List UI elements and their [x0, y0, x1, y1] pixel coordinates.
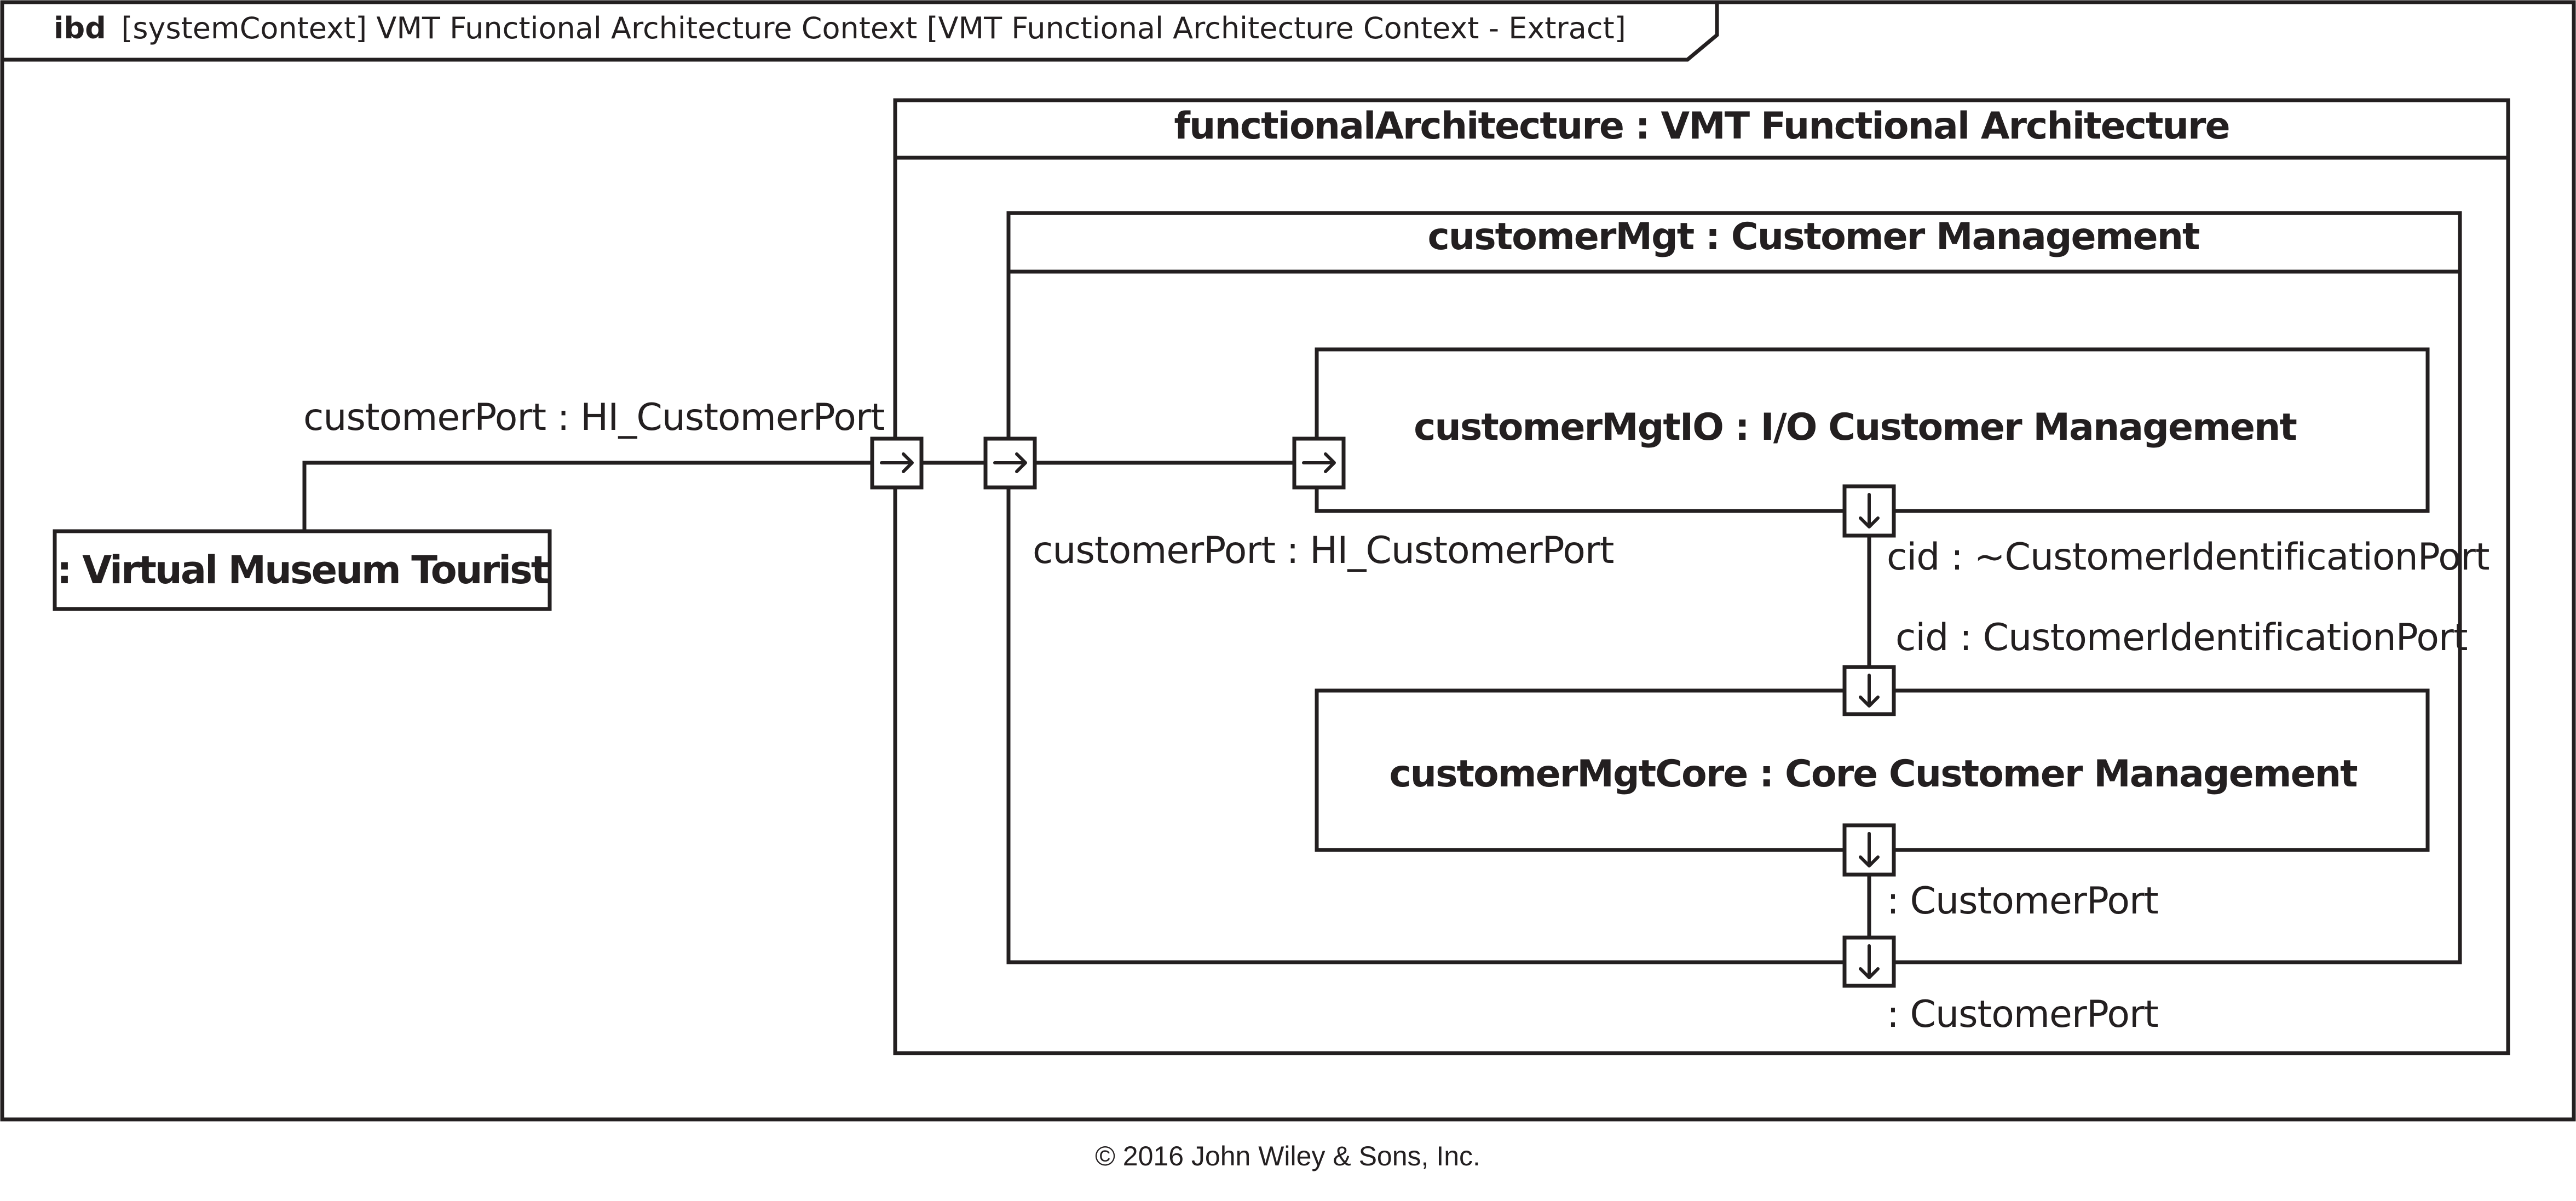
functional-architecture-part	[893, 98, 2510, 1055]
arrow-right-icon	[993, 452, 1027, 473]
frame-kind: ibd	[54, 11, 106, 45]
tourist-block-label: : Virtual Museum Tourist	[57, 548, 549, 593]
arrow-down-icon	[1859, 674, 1880, 708]
core-customer-port-label: : CustomerPort	[1887, 880, 2158, 923]
port-io-cid	[1842, 484, 1896, 538]
frame-header: ibd [systemContext] VMT Functional Archi…	[54, 11, 1626, 45]
arrow-down-icon	[1859, 493, 1880, 528]
connector-tourist-to-fa	[302, 461, 872, 531]
customer-mgt-part	[1006, 211, 2462, 964]
port-core-customer	[1842, 823, 1896, 877]
frame-title: [systemContext] VMT Functional Architect…	[121, 11, 1626, 45]
arrow-down-icon	[1859, 944, 1880, 979]
port-cm-customer	[983, 436, 1037, 490]
cm-customer-port-label: customerPort : HI_CustomerPort	[1033, 529, 1614, 572]
core-cid-port-label: cid : CustomerIdentificationPort	[1895, 616, 2468, 659]
diagram-frame	[0, 0, 2576, 1122]
fa-customer-port-label: customerPort : HI_CustomerPort	[303, 396, 885, 439]
customer-mgt-io-label: customerMgtIO : I/O Customer Management	[1414, 406, 2296, 449]
arrow-right-icon	[880, 452, 914, 473]
cm-customer-port-bottom-label: : CustomerPort	[1887, 993, 2158, 1036]
port-fa-customer	[870, 436, 924, 490]
port-cm-customer-bottom	[1842, 935, 1896, 988]
arrow-down-icon	[1859, 832, 1880, 867]
customer-mgt-core-label: customerMgtCore : Core Customer Manageme…	[1389, 752, 2357, 796]
port-io-customer	[1292, 436, 1346, 490]
frame-header-tab	[2, 2, 1719, 62]
tourist-block	[53, 529, 552, 611]
io-cid-port-label: cid : ~CustomerIdentificationPort	[1887, 536, 2489, 579]
arrow-right-icon	[1302, 452, 1336, 473]
copyright-notice: © 2016 John Wiley & Sons, Inc.	[1095, 1141, 1480, 1171]
functional-architecture-label: functionalArchitecture : VMT Functional …	[1174, 105, 2229, 148]
customer-mgt-label: customerMgt : Customer Management	[1427, 215, 2199, 258]
port-core-cid	[1842, 665, 1896, 716]
